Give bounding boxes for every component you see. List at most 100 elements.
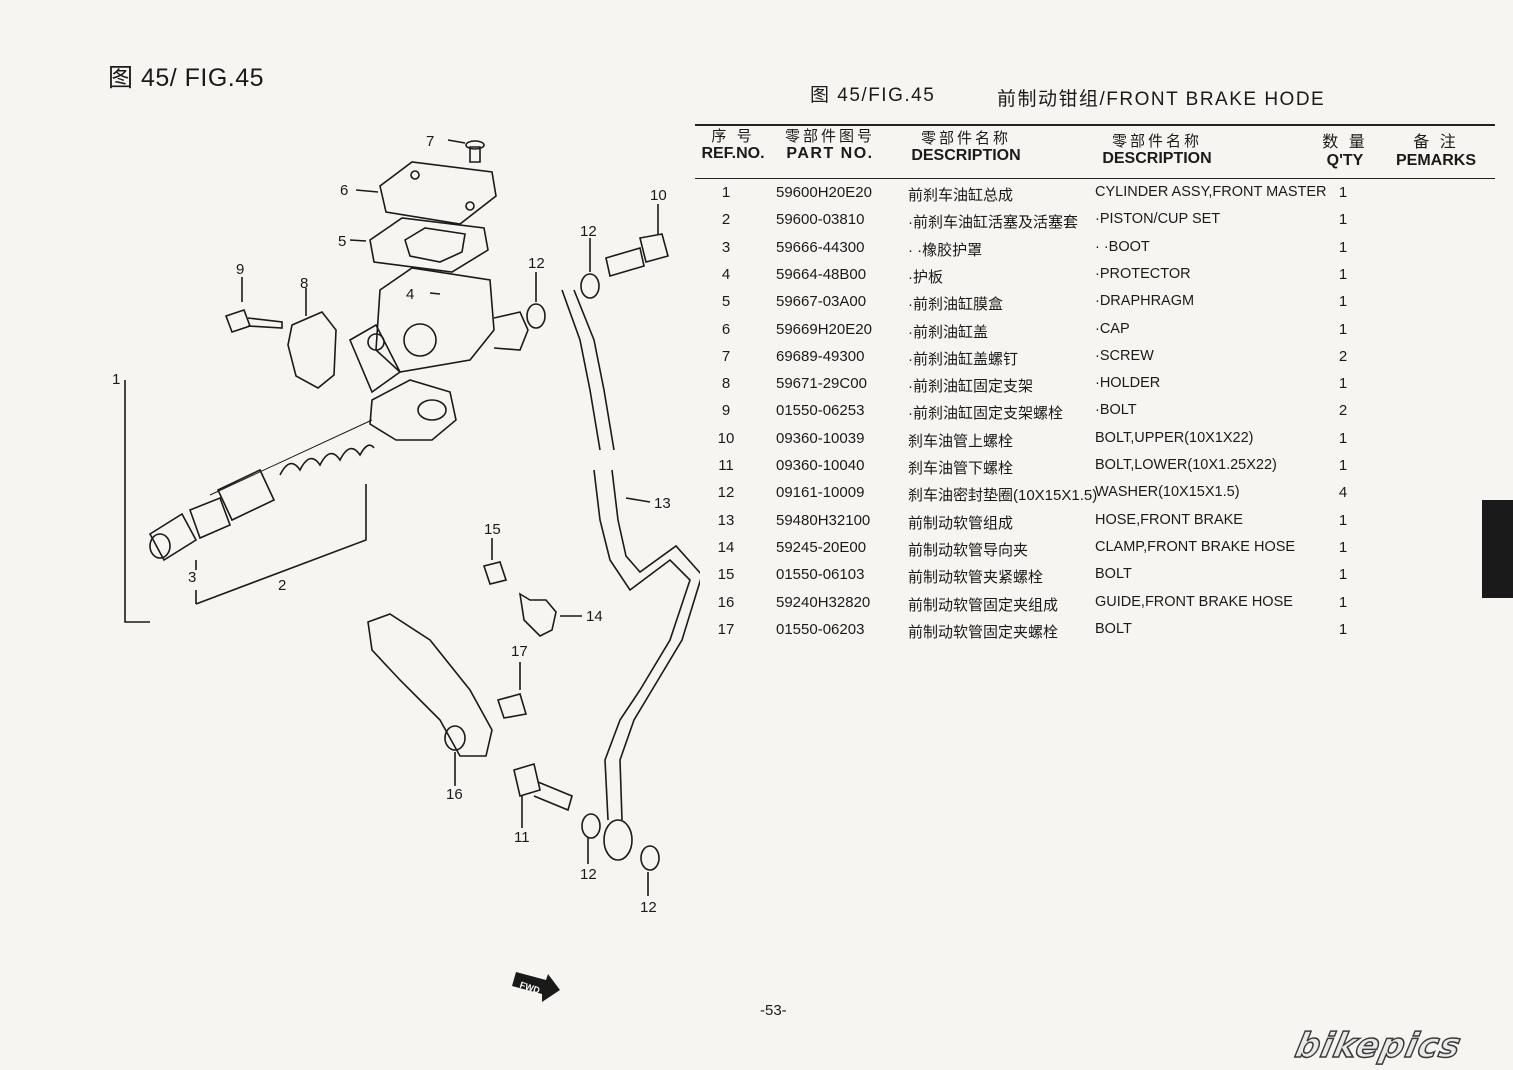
cell-part-no: 01550-06203 <box>776 620 865 638</box>
washer-12-b <box>580 273 600 299</box>
cell-part-no: 69689-49300 <box>776 347 865 365</box>
table-header-rule <box>695 178 1495 179</box>
cell-description-en: · ·BOOT <box>1095 238 1150 255</box>
cell-description-en: ·SCREW <box>1095 347 1154 364</box>
bolt-10-head <box>639 233 669 263</box>
callout-12-a: 12 <box>580 223 597 240</box>
cell-description-en: ·CAP <box>1095 320 1130 337</box>
assembly-bracket-line <box>124 380 150 623</box>
cell-description-en: HOSE,FRONT BRAKE <box>1095 511 1243 528</box>
callout-9: 9 <box>236 261 244 278</box>
callout-5: 5 <box>338 233 346 250</box>
cell-description-en: GUIDE,FRONT BRAKE HOSE <box>1095 593 1293 610</box>
cell-ref-no: 16 <box>717 593 735 611</box>
callout-17: 17 <box>511 643 528 660</box>
cell-description-zh: ·前刹油缸膜盒 <box>908 296 1003 314</box>
cell-part-no: 59669H20E20 <box>776 320 872 338</box>
cell-qty: 1 <box>1338 293 1348 311</box>
cell-description-zh: ·前刹车油缸活塞及活塞套 <box>908 214 1078 232</box>
cell-description-en: BOLT,LOWER(10X1.25X22) <box>1095 457 1277 473</box>
fwd-arrow-icon: FWD <box>512 972 560 1002</box>
callout-13: 13 <box>654 495 671 512</box>
guide-16-shape <box>367 613 493 757</box>
cell-description-zh: ·前刹油缸固定支架螺栓 <box>908 405 1063 423</box>
cell-description-zh: ·前刹油缸固定支架 <box>908 378 1033 396</box>
cell-ref-no: 2 <box>721 211 731 229</box>
table-row: 1 59600H20E20 前刹车油缸总成 CYLINDER ASSY,FRONT M… <box>700 182 1400 206</box>
cell-description-en: CYLINDER ASSY,FRONT MASTER <box>1095 184 1327 200</box>
cell-part-no: 59600-03810 <box>776 211 865 229</box>
callout-4: 4 <box>406 286 414 303</box>
cell-ref-no: 14 <box>717 538 735 556</box>
callout-12-d: 12 <box>640 899 657 916</box>
cell-description-zh: ·前刹油缸盖 <box>908 323 988 341</box>
cell-part-no: 59671-29C00 <box>776 375 867 393</box>
cell-description-zh: ·护板 <box>908 268 943 286</box>
cell-description-zh: 前制动软管固定夹螺栓 <box>908 623 1059 641</box>
exploded-parts-diagram: 7 6 5 9 8 4 1 10 12 12 13 15 3 2 14 17 1… <box>112 133 700 1002</box>
page-number: -53- <box>760 1002 787 1019</box>
cell-qty: 1 <box>1338 566 1348 584</box>
master-cylinder-body <box>375 267 495 373</box>
cell-description-zh: 前制动软管固定夹组成 <box>908 596 1059 614</box>
cell-description-zh: 前刹车油缸总成 <box>908 187 1014 204</box>
header-part-no: 零部件图号 PART NO. <box>784 128 875 163</box>
table-top-rule <box>695 124 1495 126</box>
master-cylinder-lever-mount <box>369 379 457 441</box>
hose-upper-fitting <box>561 289 601 451</box>
cell-qty: 1 <box>1338 429 1348 447</box>
screw-7-shape <box>469 146 481 163</box>
holder-8-shape <box>287 311 337 389</box>
cell-qty: 1 <box>1338 375 1348 393</box>
watermark-logo: bikepics <box>1291 1025 1466 1067</box>
cell-part-no: 01550-06253 <box>776 402 865 420</box>
cell-ref-no: 12 <box>717 484 735 502</box>
section-edge-tab <box>1482 500 1513 598</box>
clamp-14-shape <box>518 592 557 637</box>
cell-qty: 4 <box>1338 484 1348 502</box>
cell-ref-no: 17 <box>717 620 735 638</box>
cell-description-en: CLAMP,FRONT BRAKE HOSE <box>1095 538 1296 555</box>
callout-3: 3 <box>188 569 196 586</box>
cell-ref-no: 4 <box>721 265 731 283</box>
cell-part-no: 59664-48B00 <box>776 265 867 283</box>
cell-qty: 1 <box>1338 211 1348 229</box>
cell-qty: 1 <box>1338 538 1348 556</box>
callout-8: 8 <box>300 275 308 292</box>
cell-qty: 1 <box>1338 593 1348 611</box>
cell-part-no: 01550-06103 <box>776 566 865 584</box>
figure-title-right: 图 45/FIG.45 <box>810 85 936 106</box>
cell-description-zh: 刹车油管下螺栓 <box>908 460 1014 477</box>
callout-16: 16 <box>446 786 463 803</box>
diaphragm-5-shape <box>369 217 489 273</box>
cell-description-zh: 前制动软管夹紧螺栓 <box>908 569 1044 587</box>
header-desc-en: 零部件名称 DESCRIPTION <box>1102 133 1212 168</box>
cell-description-en: BOLT <box>1095 620 1132 637</box>
cell-ref-no: 10 <box>717 429 735 447</box>
screw-7-head <box>465 140 485 150</box>
cell-part-no: 09161-10009 <box>776 484 865 502</box>
cell-part-no: 59245-20E00 <box>776 538 867 556</box>
callout-6: 6 <box>340 182 348 199</box>
cell-qty: 1 <box>1338 320 1348 338</box>
cell-ref-no: 1 <box>721 184 731 201</box>
cell-ref-no: 9 <box>721 402 731 420</box>
bolt-17-shape <box>496 693 528 719</box>
header-desc-zh: 零部件名称 DESCRIPTION <box>911 130 1021 165</box>
callout-10: 10 <box>650 187 667 204</box>
section-title: 前制动钳组/FRONT BRAKE HODE <box>997 89 1326 110</box>
callout-15: 15 <box>484 521 501 538</box>
cell-part-no: 59600H20E20 <box>776 184 872 201</box>
cell-part-no: 59667-03A00 <box>776 293 867 311</box>
cell-description-zh: · ·橡胶护罩 <box>908 241 983 259</box>
cell-qty: 2 <box>1338 347 1348 365</box>
